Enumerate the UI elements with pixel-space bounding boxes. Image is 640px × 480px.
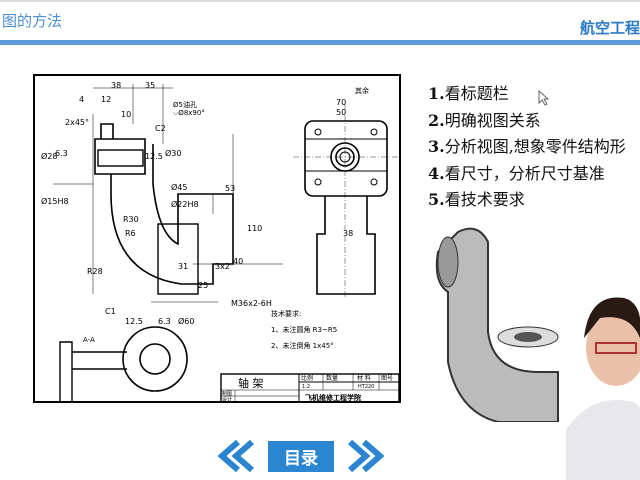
dim-label: A-A [83, 336, 95, 344]
dim-label: R6 [125, 229, 136, 238]
dim-label: C2 [155, 124, 166, 133]
dim-label: 2x45° [65, 118, 89, 127]
drawing-border [33, 74, 401, 403]
engineering-drawing: 38 35 12 4 10 Ø5油孔 ⌵Ø8x90° 2x45° C2 Ø28 … [33, 74, 401, 403]
step-item: 1.看标题栏 [428, 84, 509, 103]
brand-logo-text: 航空工程 [579, 19, 640, 37]
mouse-cursor-icon [538, 90, 550, 106]
dim-label: Ø5油孔 [173, 100, 197, 109]
dim-label: Ø28 [41, 151, 57, 161]
tech-requirement-item: 2、未注倒角 1x45° [271, 341, 334, 350]
scale-value: 1:2 [302, 384, 310, 390]
step-item: 3.分析视图,想象零件结构形 [428, 137, 626, 156]
previous-page-button[interactable] [218, 440, 260, 472]
header-bar [0, 40, 640, 45]
title-block-row: 设计 [222, 396, 232, 403]
dim-label: Ø30 [165, 148, 181, 158]
title-block-row: 制图 [222, 390, 232, 397]
dim-label: C1 [105, 307, 116, 316]
main-view-outline [94, 123, 234, 285]
dim-label: 25 [198, 281, 208, 290]
title-block-header: 图号 [381, 375, 393, 382]
dim-label: Ø60 [178, 316, 194, 326]
dim-label: 70 [336, 98, 346, 107]
dim-label: 12.5 [145, 152, 163, 161]
dim-label: 31 [178, 262, 188, 271]
tech-requirement-item: 1、未注圆角 R3~R5 [271, 325, 337, 334]
part-3d-render [435, 227, 559, 422]
next-page-button[interactable] [344, 440, 386, 472]
dim-label: 6.3 [158, 317, 171, 326]
presenter-video [566, 297, 640, 480]
dim-label: 53 [225, 184, 235, 193]
dim-label: ⌵Ø8x90° [173, 109, 205, 117]
dim-label: 38 [111, 81, 121, 90]
step-item: 4.看尺寸，分析尺寸基准 [428, 163, 605, 183]
dim-label: 3x2 [215, 262, 230, 271]
dim-label: 12 [101, 95, 111, 104]
dim-label: 35 [145, 81, 155, 90]
dim-label: Ø22H8 [171, 199, 199, 209]
dim-label: Ø15H8 [41, 196, 69, 206]
top-border [0, 0, 640, 2]
dim-label: 50 [336, 108, 346, 117]
tech-requirements-title: 技术要求: [271, 309, 301, 318]
title-block [220, 373, 400, 403]
table-of-contents-button[interactable]: 目录 [268, 441, 334, 472]
slide-title: 图的方法 [2, 12, 63, 30]
material-value: HT220 [358, 384, 374, 390]
dim-label: 其余 [355, 86, 369, 95]
title-block-header: 数量 [326, 374, 338, 382]
dim-label: M36x2-6H [231, 299, 272, 308]
dim-label: 38 [343, 229, 353, 238]
step-item: 5.看技术要求 [428, 190, 525, 209]
dim-label: 40 [233, 257, 243, 266]
title-block-header: 材 料 [357, 374, 371, 382]
title-block-header: 比例 [301, 374, 313, 382]
dim-label: Ø45 [171, 182, 187, 192]
step-item: 2.明确视图关系 [428, 110, 541, 130]
dim-label: 110 [247, 224, 262, 233]
reading-steps-list: 1.看标题栏 2.明确视图关系 3.分析视图,想象零件结构形 4.看尺寸，分析尺… [428, 81, 626, 214]
dim-label: 10 [121, 110, 131, 119]
dim-label: R28 [87, 267, 103, 276]
school-name: 飞机维修工程学院 [305, 393, 361, 402]
dim-label: 4 [79, 95, 84, 104]
dim-label: 6.3 [55, 149, 68, 158]
dim-label: R30 [123, 215, 139, 224]
dim-label: 12.5 [125, 317, 143, 326]
part-name: 轴 架 [238, 376, 264, 390]
top-view-flange [304, 120, 388, 197]
section-view [122, 326, 188, 392]
